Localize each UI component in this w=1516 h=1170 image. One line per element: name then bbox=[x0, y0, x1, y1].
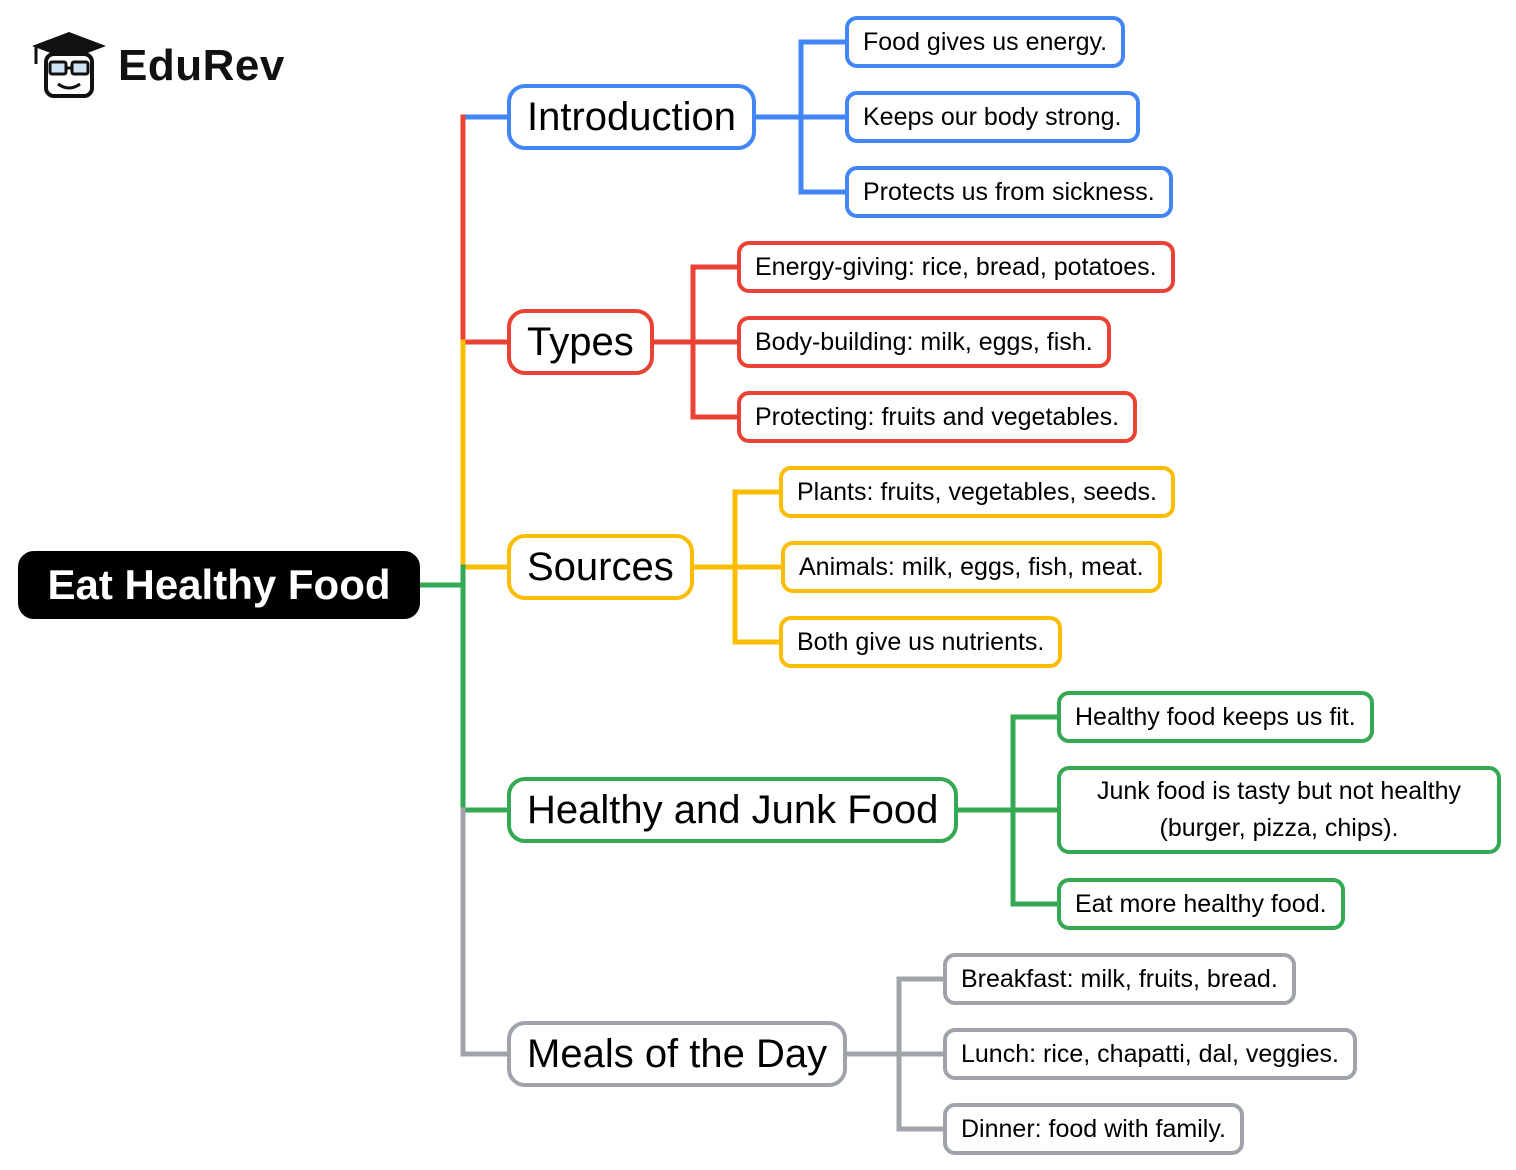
leaf-node: Breakfast: milk, fruits, bread. bbox=[943, 953, 1296, 1005]
leaf-node: Animals: milk, eggs, fish, meat. bbox=[781, 541, 1162, 593]
leaf-node: Both give us nutrients. bbox=[779, 616, 1063, 668]
branch-meals-of-the-day: Meals of the Day bbox=[507, 1021, 848, 1087]
leaf-node: Plants: fruits, vegetables, seeds. bbox=[779, 466, 1175, 518]
leaf-node: Junk food is tasty but not healthy (burg… bbox=[1057, 766, 1501, 854]
leaf-node: Protects us from sickness. bbox=[845, 166, 1173, 218]
brand-logo: EduRev bbox=[30, 30, 285, 102]
leaf-node: Healthy food keeps us fit. bbox=[1057, 691, 1374, 743]
leaf-node: Eat more healthy food. bbox=[1057, 878, 1345, 930]
leaf-node: Keeps our body strong. bbox=[845, 91, 1140, 143]
leaf-node: Food gives us energy. bbox=[845, 16, 1126, 68]
branch-introduction: Introduction bbox=[507, 84, 757, 150]
graduation-cap-icon bbox=[32, 32, 106, 98]
leaf-node: Dinner: food with family. bbox=[943, 1103, 1244, 1155]
branch-sources: Sources bbox=[507, 534, 694, 600]
root-node: Eat Healthy Food bbox=[18, 551, 420, 619]
leaf-node: Lunch: rice, chapatti, dal, veggies. bbox=[943, 1028, 1358, 1080]
leaf-node: Protecting: fruits and vegetables. bbox=[737, 391, 1138, 443]
leaf-node: Body-building: milk, eggs, fish. bbox=[737, 316, 1111, 368]
leaf-node: Energy-giving: rice, bread, potatoes. bbox=[737, 241, 1175, 293]
branch-types: Types bbox=[507, 309, 654, 375]
branch-healthy-and-junk-food: Healthy and Junk Food bbox=[507, 777, 959, 843]
brand-name: EduRev bbox=[118, 41, 285, 90]
